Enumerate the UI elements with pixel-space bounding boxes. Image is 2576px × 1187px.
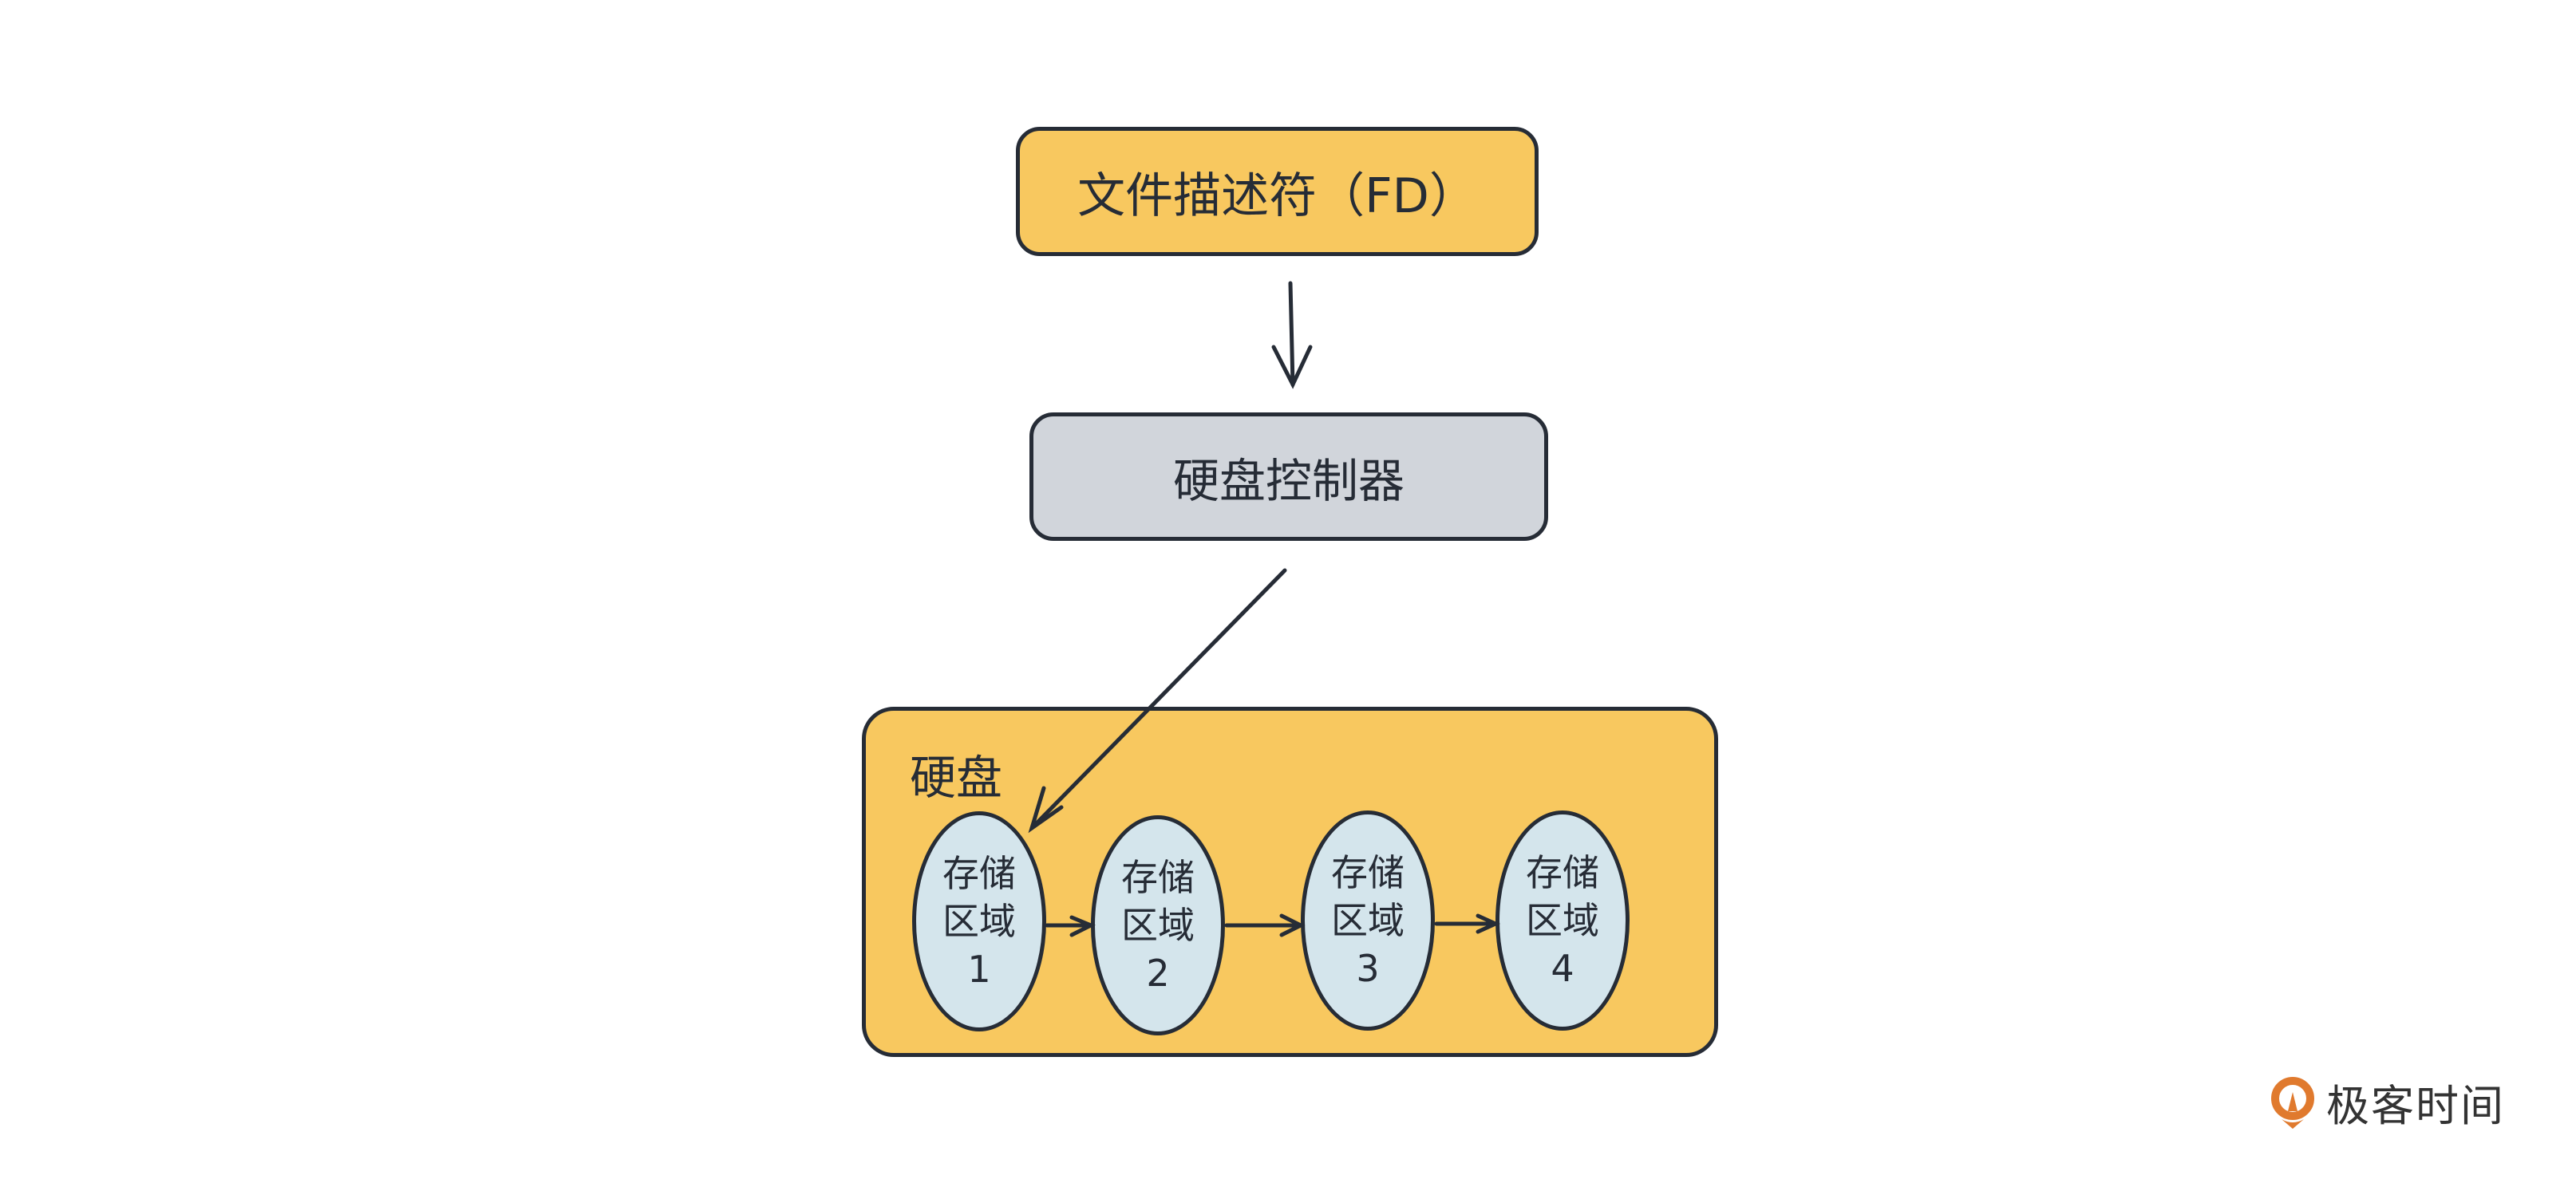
region-line1: 存储: [942, 852, 1016, 895]
arrow-region1-to-region2: [1045, 915, 1096, 937]
storage-region-4: 存储 区域 4: [1495, 810, 1630, 1031]
region-line1: 存储: [1331, 851, 1405, 894]
region-number: 2: [1146, 952, 1170, 995]
region-number: 4: [1551, 947, 1574, 990]
region-line2: 区域: [1121, 904, 1195, 947]
hard-disk-label: 硬盘: [910, 751, 1003, 805]
disk-controller-node: 硬盘控制器: [1029, 412, 1548, 541]
arrow-fd-to-controller: [1271, 281, 1313, 389]
region-line2: 区域: [1526, 899, 1599, 942]
region-number: 3: [1356, 947, 1380, 990]
region-number: 1: [967, 948, 991, 991]
file-descriptor-node: 文件描述符（FD）: [1016, 127, 1539, 256]
storage-region-1: 存储 区域 1: [912, 811, 1046, 1031]
region-line2: 区域: [1331, 899, 1405, 942]
controller-label: 硬盘控制器: [1172, 453, 1405, 508]
watermark-text: 极客时间: [2326, 1081, 2505, 1131]
region-line1: 存储: [1526, 851, 1599, 894]
fd-label: 文件描述符（FD）: [1077, 168, 1477, 224]
geektime-logo: 极客时间: [2269, 1071, 2505, 1134]
region-line1: 存储: [1121, 856, 1195, 899]
region-line2: 区域: [942, 900, 1016, 943]
arrow-controller-to-region1: [1028, 568, 1287, 834]
storage-region-3: 存储 区域 3: [1301, 810, 1435, 1031]
geektime-logo-icon: [2271, 1076, 2314, 1129]
arrow-region3-to-region4: [1434, 913, 1501, 934]
arrow-region2-to-region3: [1224, 913, 1306, 937]
storage-region-2: 存储 区域 2: [1091, 815, 1225, 1035]
